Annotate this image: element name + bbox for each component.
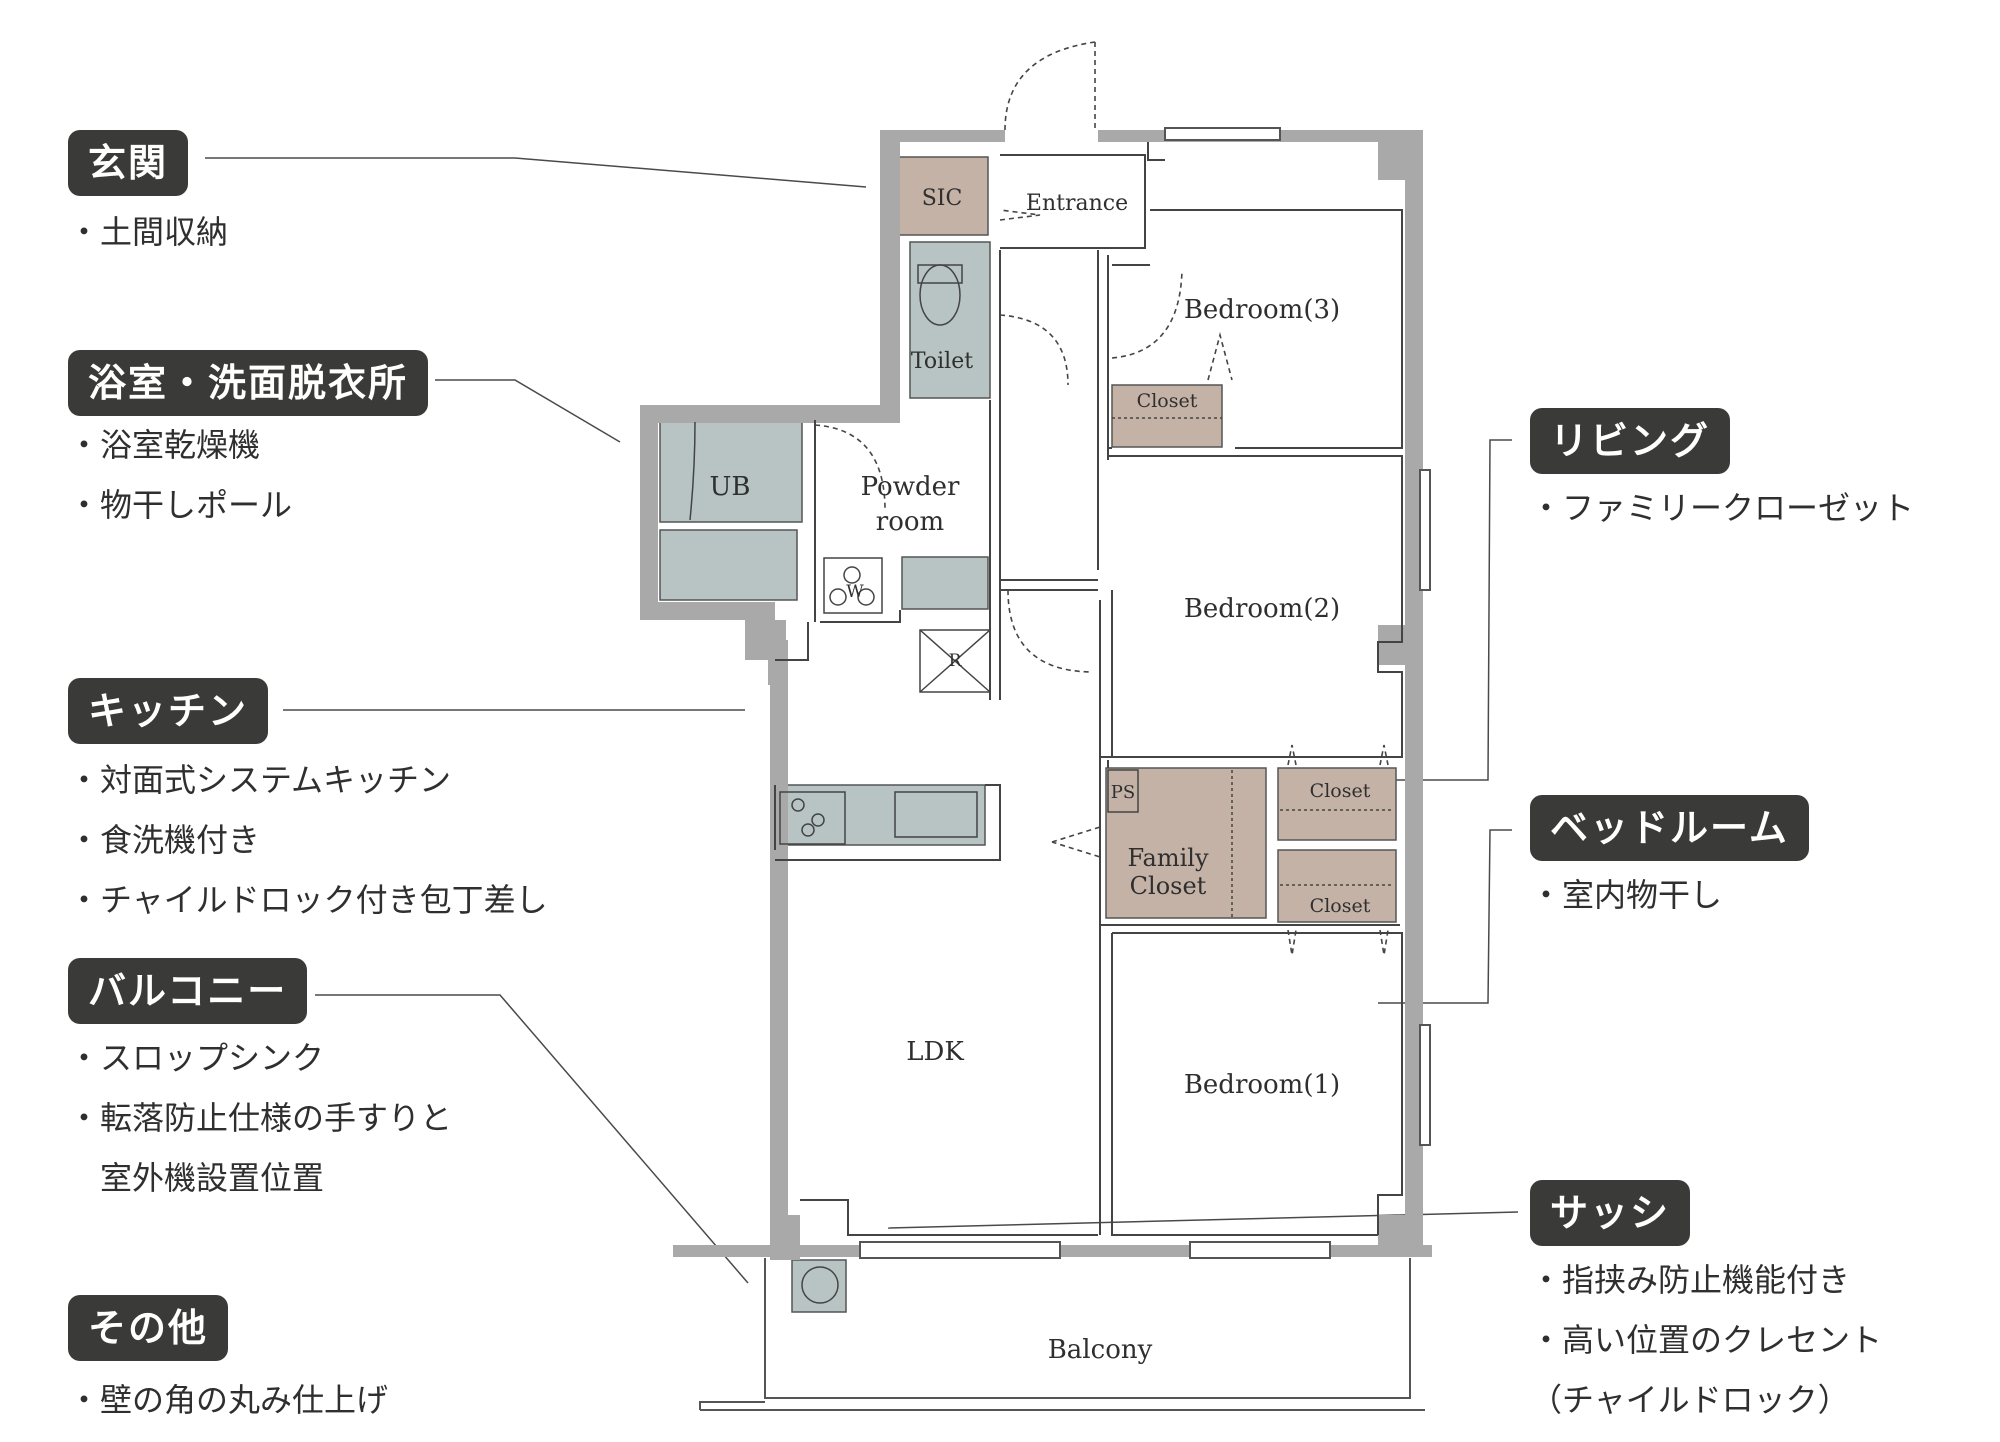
door-swings <box>814 41 1389 956</box>
callout-bedroom-title: ベッドルーム <box>1530 795 1809 861</box>
label-toilet: Toilet <box>911 349 973 374</box>
label-entrance: Entrance <box>1026 191 1128 216</box>
callout-balcony-list: ・スロップシンク ・転落防止仕様の手すりと 室外機設置位置 <box>68 1028 452 1208</box>
callout-kitchen-title: キッチン <box>68 678 269 744</box>
callout-item: （チャイルドロック） <box>1530 1381 1850 1419</box>
label-ldk: LDK <box>906 1037 964 1067</box>
callout-balcony-title: バルコニー <box>68 958 308 1024</box>
windows <box>859 127 1431 1259</box>
balcony-area <box>699 1258 1425 1411</box>
callout-bath-list: ・浴室乾燥機 ・物干しポール <box>68 415 292 535</box>
label-bedroom-3: Bedroom(3) <box>1184 295 1340 325</box>
callout-item: ・室内物干し <box>1530 876 1723 914</box>
label-powder-2: room <box>876 507 944 537</box>
label-balcony: Balcony <box>1048 1335 1153 1365</box>
leader-balcony <box>315 994 749 1284</box>
callout-item: ・スロップシンク <box>68 1039 325 1077</box>
callout-item: ・浴室乾燥機 <box>68 426 261 464</box>
label-family-1: Family <box>1128 844 1209 872</box>
callout-living-title: リビング <box>1530 408 1731 474</box>
callout-other-list: ・壁の角の丸み仕上げ <box>68 1370 388 1430</box>
callout-item: ・チャイルドロック付き包丁差し <box>68 881 548 919</box>
callout-sash-list: ・指挟み防止機能付き ・高い位置のクレセント （チャイルドロック） <box>1530 1250 1882 1430</box>
callout-living-list: ・ファミリークローゼット <box>1530 478 1914 538</box>
label-washer: W <box>846 582 864 602</box>
label-ps: PS <box>1111 782 1135 803</box>
callout-item: ・食洗機付き <box>68 821 261 859</box>
callout-genkan-title: 玄関 <box>68 130 189 196</box>
callout-kitchen-list: ・対面式システムキッチン ・食洗機付き ・チャイルドロック付き包丁差し <box>68 750 548 930</box>
leader-sash <box>887 1211 1519 1229</box>
label-powder-1: Powder <box>861 472 960 502</box>
callout-item: ・高い位置のクレセント <box>1530 1321 1883 1359</box>
callout-item: ・指挟み防止機能付き <box>1530 1261 1851 1299</box>
callout-genkan-list: ・土間収納 <box>68 202 228 262</box>
label-closet-upper: Closet <box>1310 780 1371 802</box>
leader-bedroom <box>1378 829 1512 1004</box>
callout-item: ・対面式システムキッチン <box>68 761 452 799</box>
fills <box>659 156 1397 1313</box>
label-bedroom-1: Bedroom(1) <box>1184 1070 1340 1100</box>
walls <box>640 130 1432 1260</box>
leader-genkan <box>205 157 867 188</box>
callout-item: ・壁の角の丸み仕上げ <box>68 1381 389 1419</box>
callout-bedroom-list: ・室内物干し <box>1530 865 1722 925</box>
label-closet-lower: Closet <box>1310 895 1371 917</box>
label-sic: SIC <box>922 186 963 211</box>
callout-item: ・土間収納 <box>68 213 229 251</box>
callout-item: ・物干しポール <box>68 486 293 524</box>
label-bedroom-2: Bedroom(2) <box>1184 594 1340 624</box>
callout-other-title: その他 <box>68 1295 229 1361</box>
label-family-2: Closet <box>1130 872 1207 900</box>
room-labels: SIC Entrance Toilet UB Powder room W R B… <box>709 186 1370 1365</box>
callout-item: 室外機設置位置 <box>68 1159 325 1197</box>
callout-item: ・ファミリークローゼット <box>1530 489 1915 527</box>
interior-lines <box>774 142 1403 1236</box>
leader-bath <box>435 379 621 443</box>
callout-sash-title: サッシ <box>1530 1180 1691 1246</box>
fixtures <box>689 264 1394 1304</box>
label-ub: UB <box>709 472 750 502</box>
label-fridge: R <box>949 651 963 671</box>
callout-bath-title: 浴室・洗面脱衣所 <box>68 350 429 416</box>
callout-item: ・転落防止仕様の手すりと <box>68 1099 453 1137</box>
label-closet-b3: Closet <box>1137 390 1198 412</box>
